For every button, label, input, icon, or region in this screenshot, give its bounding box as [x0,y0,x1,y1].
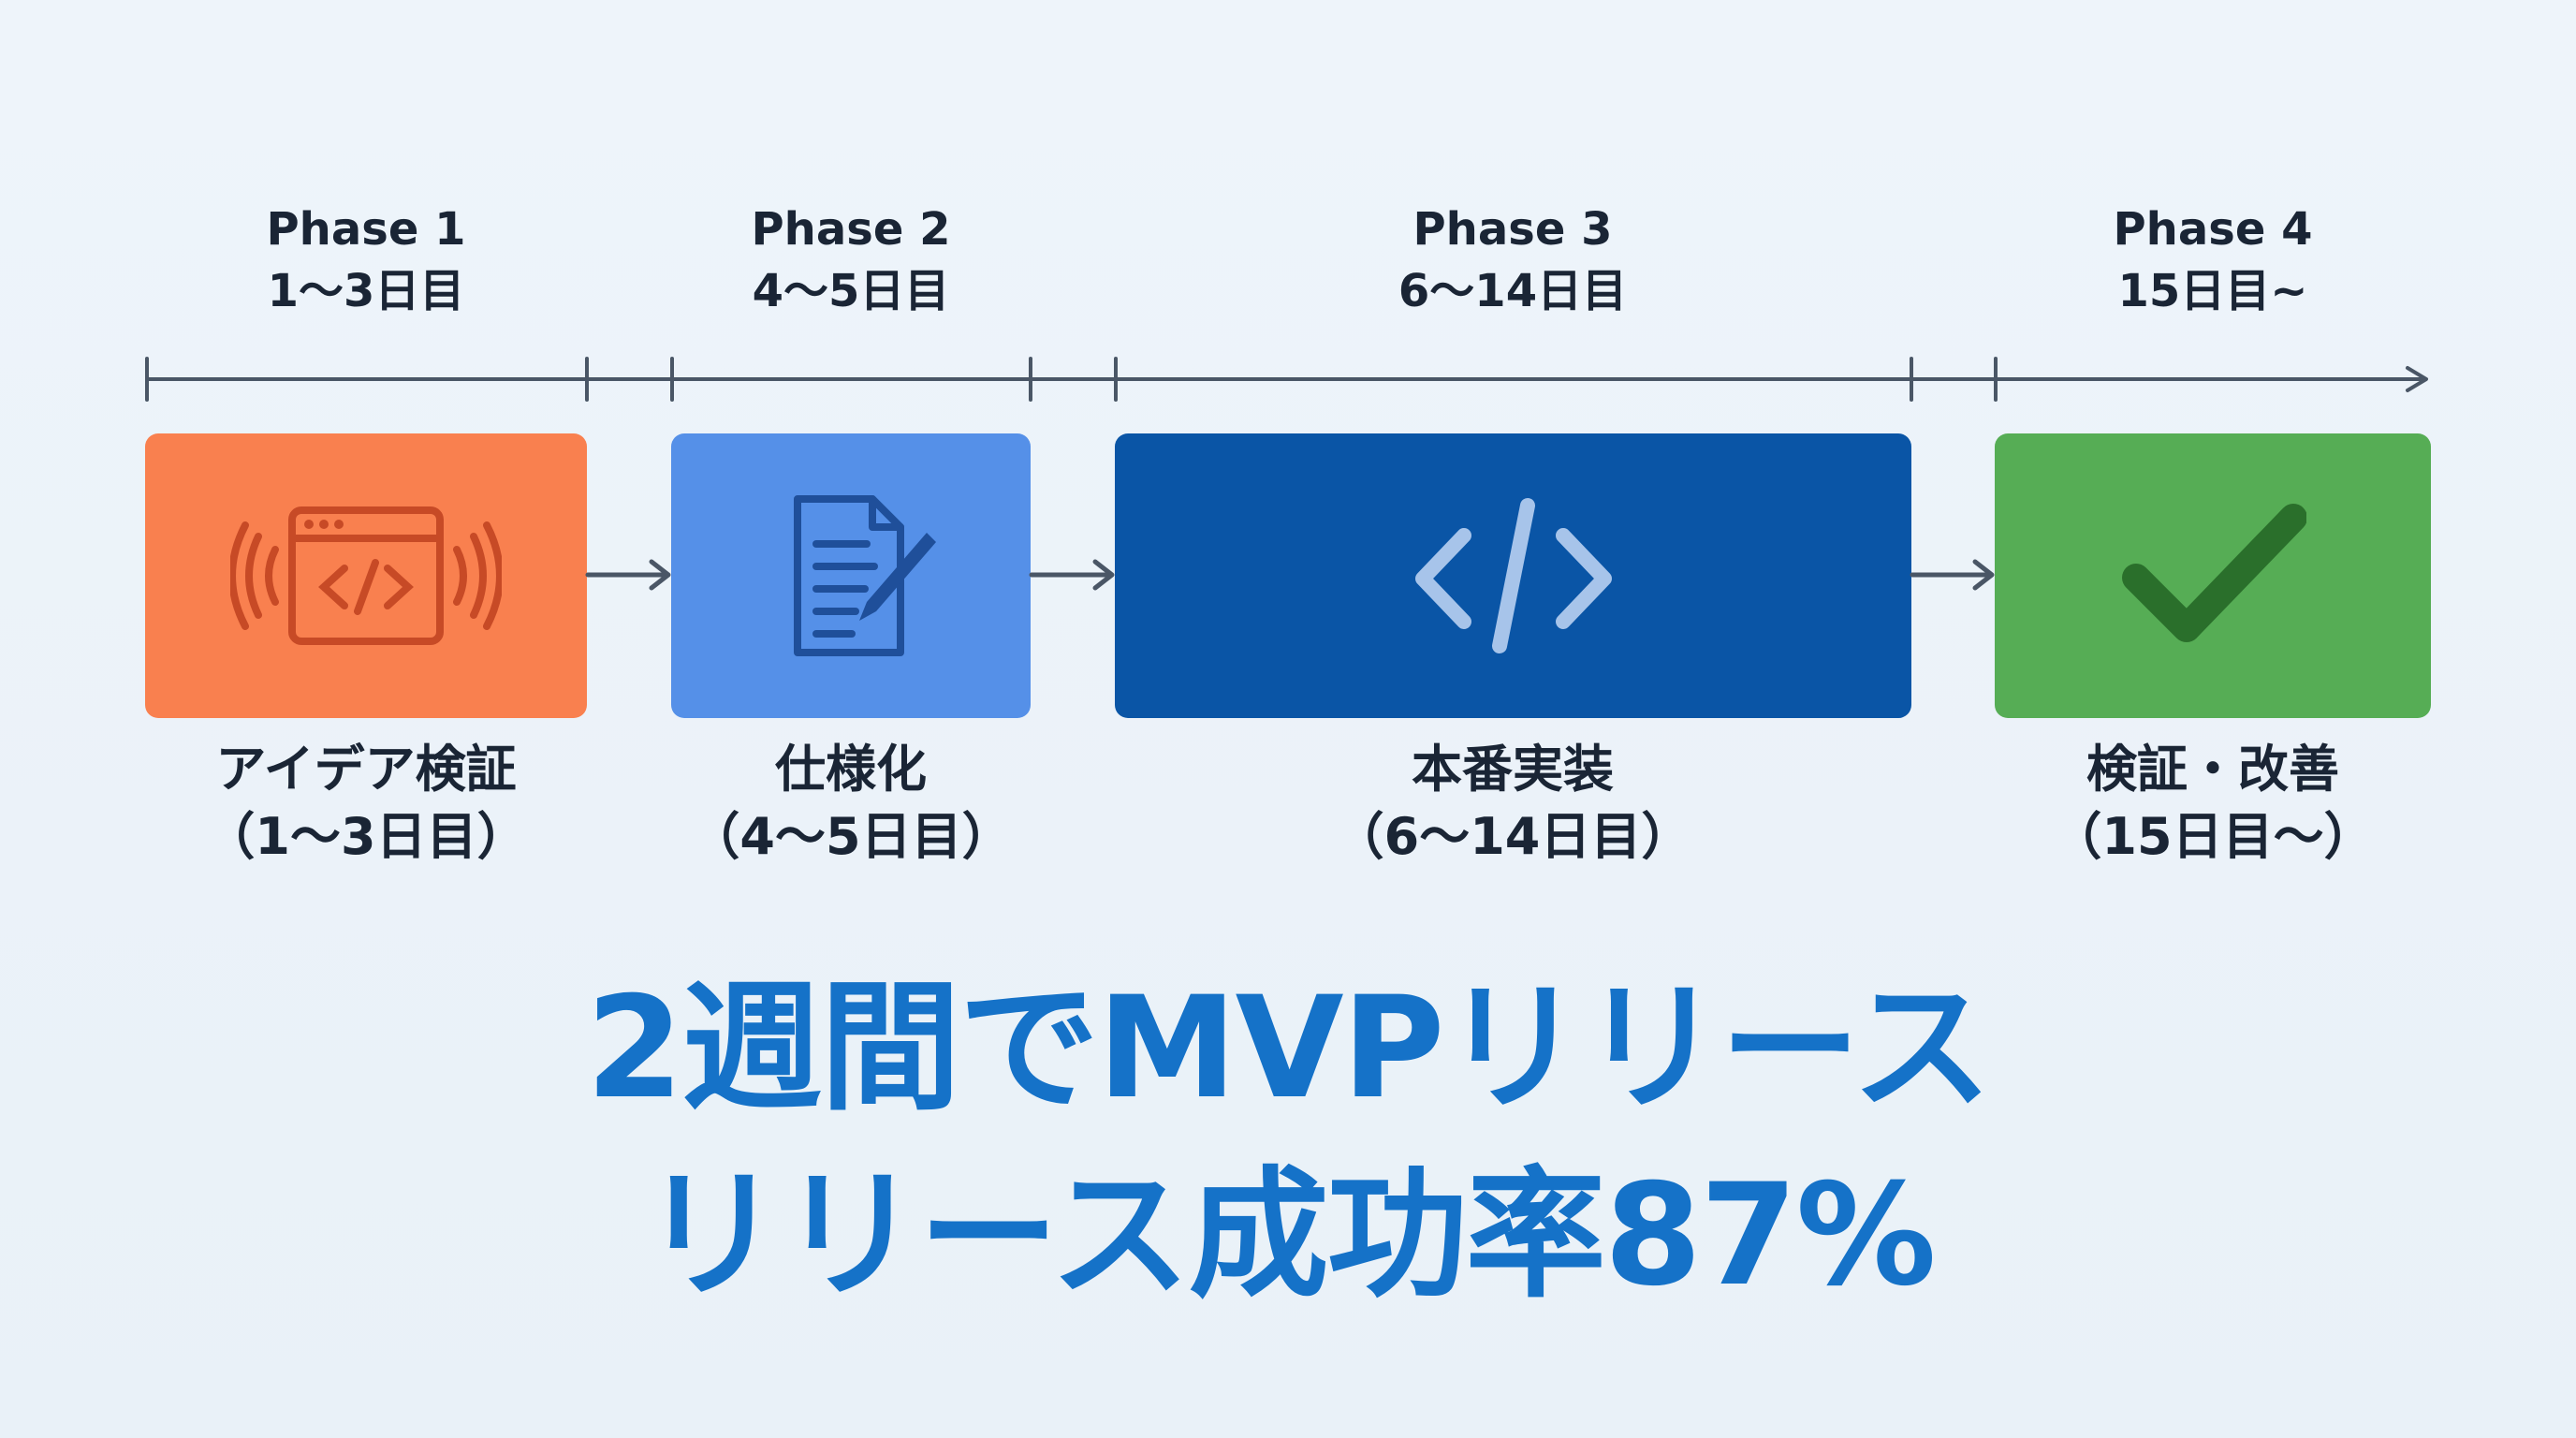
headline-line-2: リリース成功率87% [641,1154,1937,1317]
phase-1-label-days: （1〜3日目） [204,807,528,866]
phase-1-label-title: アイデア検証 [215,740,517,799]
phase-3-box [1115,433,1911,718]
phase-3-name: Phase 3 [1412,203,1613,256]
phase-4-label-days: （15日目〜） [2051,807,2375,866]
phase-3-days: 6〜14日目 [1398,265,1628,317]
box-connectors [585,559,1995,591]
code-brackets-icon [1414,498,1612,653]
phase-4-header: Phase 4 15日目~ [1979,198,2447,322]
code-window-broadcast-icon [230,506,502,645]
phase-3-label-title: 本番実装 [1412,740,1614,799]
phase-2-box [671,433,1031,718]
timeline-arrowhead [2406,366,2428,392]
phase-3-label-days: （6〜14日目） [1333,807,1692,866]
phase-2-header: Phase 2 4〜5日目 [617,198,1085,322]
phase-2-label: 仕様化 （4〜5日目） [589,736,1113,871]
connector-arrow-1 [585,559,671,591]
headline-line-1: 2週間でMVPリリース [585,967,1992,1130]
phase-2-days: 4〜5日目 [752,265,950,317]
phase-2-name: Phase 2 [751,203,951,256]
phase-4-label-title: 検証・改善 [2086,740,2339,799]
phase-4-days: 15日目~ [2117,265,2308,317]
phase-1-days: 1〜3日目 [267,265,465,317]
phase-4-box [1995,433,2431,718]
document-pencil-icon [794,495,936,656]
phase-3-label: 本番実装 （6〜14日目） [1251,736,1775,871]
phase-4-name: Phase 4 [2113,203,2313,256]
checkmark-icon [2122,504,2306,642]
phase-4-label: 検証・改善 （15日目〜） [1951,736,2475,871]
phase-2-label-days: （4〜5日目） [689,807,1013,866]
phase-3-header: Phase 3 6〜14日目 [1279,198,1747,322]
phase-1-box [145,433,587,718]
timeline-axis [145,357,2428,402]
phase-2-label-title: 仕様化 [775,740,927,799]
phase-1-header: Phase 1 1〜3日目 [132,198,600,322]
phase-1-name: Phase 1 [266,203,466,256]
phase-1-label: アイデア検証 （1〜3日目） [104,736,628,871]
connector-arrow-3 [1910,559,1995,591]
connector-arrow-2 [1029,559,1115,591]
